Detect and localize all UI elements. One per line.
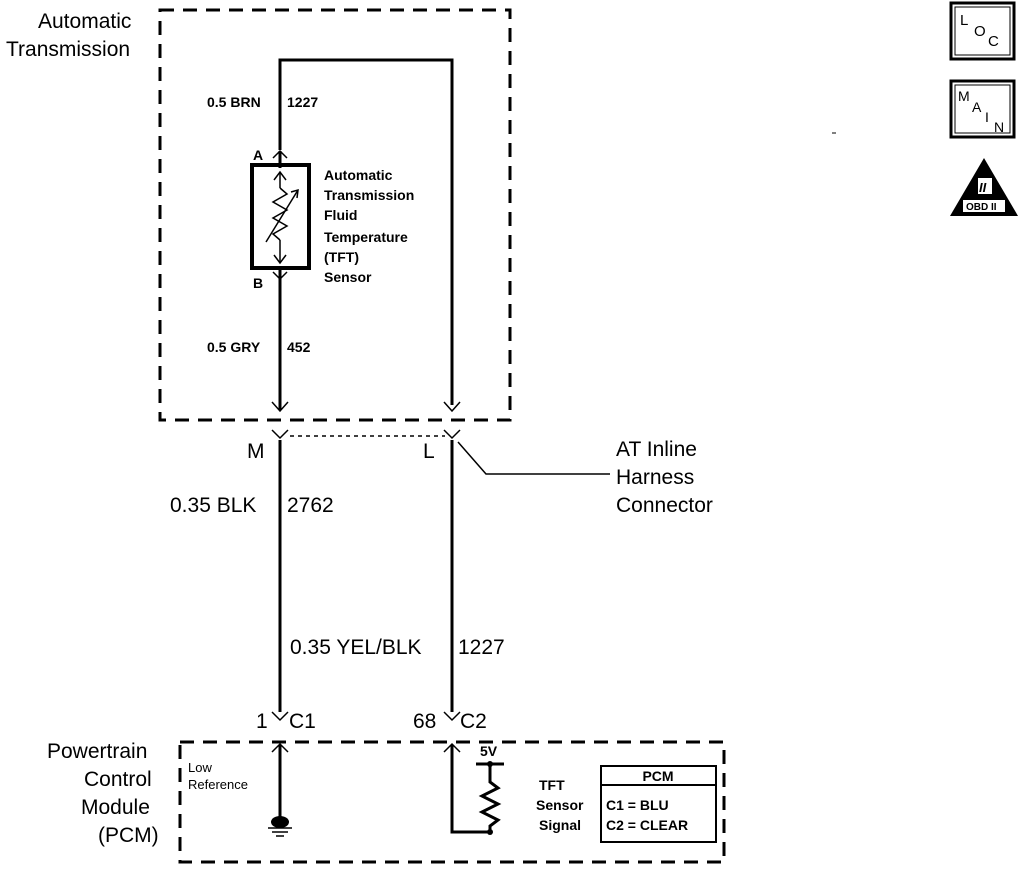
loc-icon[interactable]: L O C [949, 1, 1016, 61]
svg-text:Signal: Signal [539, 817, 581, 833]
svg-text:Harness: Harness [616, 466, 694, 489]
inline-pin-l-icon [443, 429, 461, 440]
svg-text:(PCM): (PCM) [98, 824, 159, 847]
sensor-arrow-down-icon [273, 254, 287, 265]
svg-text:Reference: Reference [188, 777, 248, 792]
variable-arrow-head-icon [290, 188, 299, 199]
wire-circuit-2762: 2762 [287, 494, 334, 517]
pullup-resistor-icon [478, 764, 502, 832]
pcm-pin-68-number: 68 [413, 710, 436, 733]
sensor-pin-a: A [253, 147, 263, 163]
five-volt-node [487, 761, 493, 767]
transmission-boundary [158, 8, 512, 422]
wire-label-blk: 0.35 BLK [170, 494, 256, 517]
inline-connector-leader [457, 441, 610, 475]
pcm-pin-1-number: 1 [256, 710, 268, 733]
svg-text:Powertrain: Powertrain [47, 740, 147, 763]
sensor-top-wire [278, 58, 454, 405]
signal-node [487, 829, 493, 835]
svg-text:O: O [974, 23, 986, 40]
wire-circuit-1227-top: 1227 [287, 94, 318, 110]
arrow-down-l-icon [443, 401, 461, 413]
pcm-label: Powertrain Control Module (PCM) [47, 740, 159, 847]
legend-row-c2: C2 = CLEAR [606, 817, 688, 833]
wire-label-gry: 0.5 GRY [207, 339, 261, 355]
svg-text:Module: Module [81, 796, 150, 819]
pcm-pin-c2: C2 [460, 710, 487, 733]
inline-pin-l: L [423, 440, 435, 463]
inline-pin-m: M [247, 440, 265, 463]
wire-label-brn: 0.5 BRN [207, 94, 261, 110]
inline-pin-m-icon [271, 429, 289, 440]
inline-connector-label: AT Inline Harness Connector [616, 438, 713, 517]
pcm-connector-legend: PCM C1 = BLU C2 = CLEAR [600, 765, 717, 843]
svg-text:Connector: Connector [616, 494, 713, 517]
svg-text:Automatic: Automatic [324, 167, 393, 183]
svg-text:L: L [960, 12, 968, 29]
wire-circuit-1227-pcm: 1227 [458, 636, 505, 659]
svg-text:Sensor: Sensor [324, 269, 372, 285]
svg-text:(TFT): (TFT) [324, 249, 359, 265]
sensor-arrow-up-icon [273, 170, 287, 181]
svg-text:Temperature: Temperature [324, 229, 408, 245]
signal-arrow-up-icon [443, 742, 461, 753]
svg-text:M: M [958, 88, 970, 104]
svg-text:A: A [972, 99, 982, 115]
svg-text:AT Inline: AT Inline [616, 438, 697, 461]
main-icon[interactable]: M A I N [949, 79, 1016, 139]
low-reference-label: Low Reference [188, 760, 248, 792]
svg-text:C: C [988, 33, 999, 50]
signal-wire [450, 745, 490, 834]
thermistor-resistor-icon [271, 187, 289, 241]
svg-text:N: N [994, 119, 1004, 135]
svg-text:II: II [979, 180, 987, 195]
arrow-down-m-icon [271, 401, 289, 413]
thermistor-variable-arrow-icon [265, 189, 299, 243]
transmission-label-line2: Transmission [6, 38, 130, 61]
pcm-pin-1-icon [271, 711, 289, 722]
tft-signal-label: TFT Sensor Signal [536, 777, 584, 833]
sensor-pin-b: B [253, 275, 263, 291]
legend-title: PCM [642, 768, 673, 784]
svg-text:I: I [985, 109, 989, 125]
svg-text:OBD II: OBD II [966, 202, 997, 213]
wire-label-yel-blk: 0.35 YEL/BLK [290, 636, 422, 659]
ground-icon [268, 816, 292, 837]
wire-circuit-452: 452 [287, 339, 311, 355]
five-volt-label: 5V [480, 743, 498, 759]
svg-text:Fluid: Fluid [324, 207, 357, 223]
pcm-pin-c1: C1 [289, 710, 316, 733]
pcm-pin-68-icon [443, 711, 461, 722]
svg-text:TFT: TFT [539, 777, 565, 793]
svg-text:Control: Control [84, 768, 152, 791]
sensor-name-label: Automatic Transmission Fluid Temperature… [324, 167, 414, 285]
svg-text:Transmission: Transmission [324, 187, 414, 203]
legend-row-c1: C1 = BLU [606, 797, 669, 813]
pcm-boundary [178, 740, 726, 864]
low-ref-arrow-up-icon [271, 742, 289, 753]
obd-ii-icon[interactable]: II OBD II [950, 158, 1018, 216]
svg-text:Low: Low [188, 760, 212, 775]
transmission-label-line1: Automatic [38, 10, 131, 33]
svg-text:Sensor: Sensor [536, 797, 584, 813]
